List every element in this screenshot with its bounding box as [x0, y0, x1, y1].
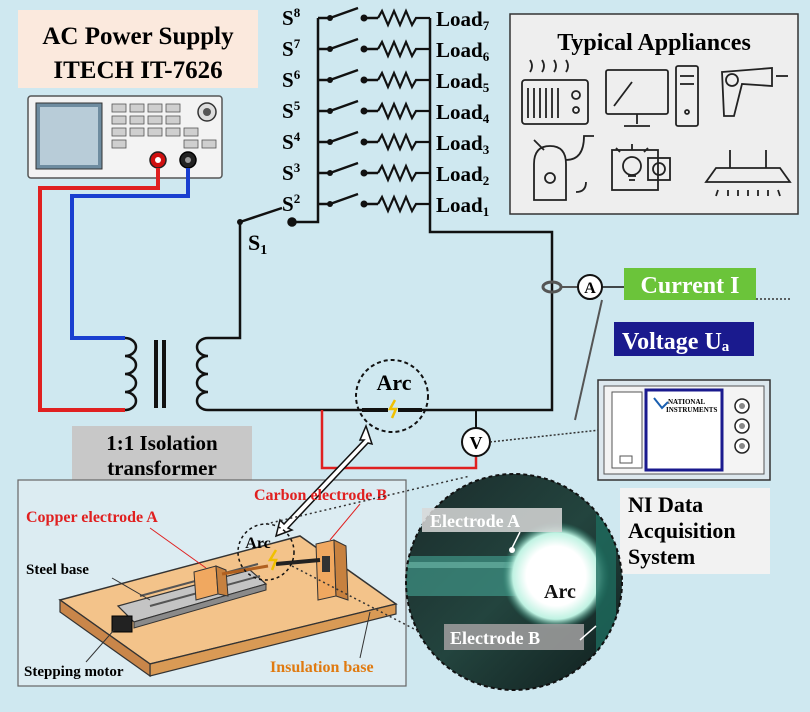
blue-wire — [70, 168, 190, 340]
photo-arc-label: Arc — [544, 581, 576, 603]
appliance-icons — [521, 59, 792, 201]
load-label: Load7 — [436, 7, 490, 33]
double-arrow — [274, 423, 374, 538]
red-wire — [38, 168, 160, 412]
current-label: Current I — [641, 273, 740, 299]
resistor-icon — [377, 39, 430, 59]
switch-label: S5 — [282, 98, 301, 123]
stepping-motor-label: Stepping motor — [24, 664, 124, 680]
voltmeter-label: V — [470, 433, 483, 453]
load-label: Load5 — [436, 69, 490, 95]
switch-row: S5 Load4 — [282, 98, 490, 126]
daq-label-line2: Acquisition — [628, 518, 736, 543]
switch-label: S7 — [282, 36, 301, 61]
switch-row: S8 Load7 — [282, 5, 490, 33]
arc-photo — [406, 474, 622, 690]
copper-electrode-label: Copper electrode A — [26, 509, 158, 526]
steel-base-label: Steel base — [26, 562, 89, 578]
s1-pivot — [237, 219, 243, 225]
ni-brand-line1: NATIONAL — [668, 398, 706, 406]
current-label-box — [624, 268, 756, 300]
switch-row: S4 Load3 — [282, 129, 490, 157]
arc-spark-icon — [387, 399, 398, 419]
title-box — [18, 10, 258, 88]
voltage-label: Voltage Ua — [622, 329, 730, 355]
resistor-icon — [377, 101, 430, 121]
switch-s1-label: S1 — [248, 230, 267, 258]
bulb-icon — [611, 144, 671, 191]
ni-brand-line2: INSTRUMENTS — [666, 406, 717, 414]
resistor-icon — [377, 8, 430, 28]
switch-label: S2 — [282, 191, 300, 216]
resistor-icon — [377, 132, 430, 152]
kettle-icon — [533, 135, 594, 201]
load-label: Load2 — [436, 162, 489, 188]
daq-label-line3: System — [628, 544, 695, 569]
photo-electrode-a-label: Electrode A — [430, 511, 520, 531]
photo-ring — [405, 473, 623, 691]
resistor-icon — [377, 70, 430, 90]
title-line1: AC Power Supply — [42, 23, 234, 50]
arc-label: Arc — [376, 370, 411, 395]
switch-row: S3 Load2 — [282, 160, 489, 188]
experimental-setup — [58, 523, 398, 678]
transformer-symbol — [124, 336, 209, 412]
transformer-label-box — [72, 426, 252, 482]
heater-icon — [521, 59, 589, 125]
ammeter-label: A — [584, 280, 596, 297]
voltmeter-red-wire — [320, 410, 478, 470]
switch-row: S6 Load5 — [282, 67, 490, 95]
daq-label-box — [620, 488, 770, 574]
load-label: Load4 — [436, 100, 490, 126]
carbon-electrode-label: Carbon electrode B — [254, 487, 387, 504]
load-label: Load3 — [436, 131, 490, 157]
switch-row: S7 Load6 — [282, 36, 490, 64]
daq-label-line1: NI Data — [628, 492, 703, 517]
insulation-base-label: Insulation base — [270, 659, 374, 676]
ni-daq-device: NATIONAL INSTRUMENTS — [597, 379, 771, 481]
transformer-label-line1: 1:1 Isolation — [106, 431, 218, 455]
switch-label: S4 — [282, 129, 301, 154]
setup-spark-icon — [267, 549, 278, 571]
appliances-title: Typical Appliances — [557, 30, 751, 56]
switch-row: S2 Load1 — [282, 191, 489, 219]
photo-electrode-b-label: Electrode B — [450, 628, 540, 648]
resistor-icon — [377, 194, 430, 214]
title-line2: ITECH IT-7626 — [53, 57, 222, 84]
hair-dryer-icon — [721, 67, 788, 117]
resistor-icon — [377, 163, 430, 183]
range-hood-icon — [704, 150, 792, 197]
switch-label: S3 — [282, 160, 301, 185]
switch-label: S8 — [282, 5, 301, 30]
voltage-label-box — [614, 322, 754, 356]
main-circuit — [208, 18, 554, 412]
stepping-motor-icon — [111, 615, 133, 633]
load-label: Load6 — [436, 38, 490, 64]
arc-circle — [355, 359, 429, 433]
computer-icon — [605, 65, 699, 127]
setup-arc-label: Arc — [245, 535, 270, 552]
transformer-label-line2: transformer — [107, 456, 217, 480]
power-supply-device — [27, 95, 223, 179]
load-label: Load1 — [436, 193, 489, 219]
switch-label: S6 — [282, 67, 301, 92]
